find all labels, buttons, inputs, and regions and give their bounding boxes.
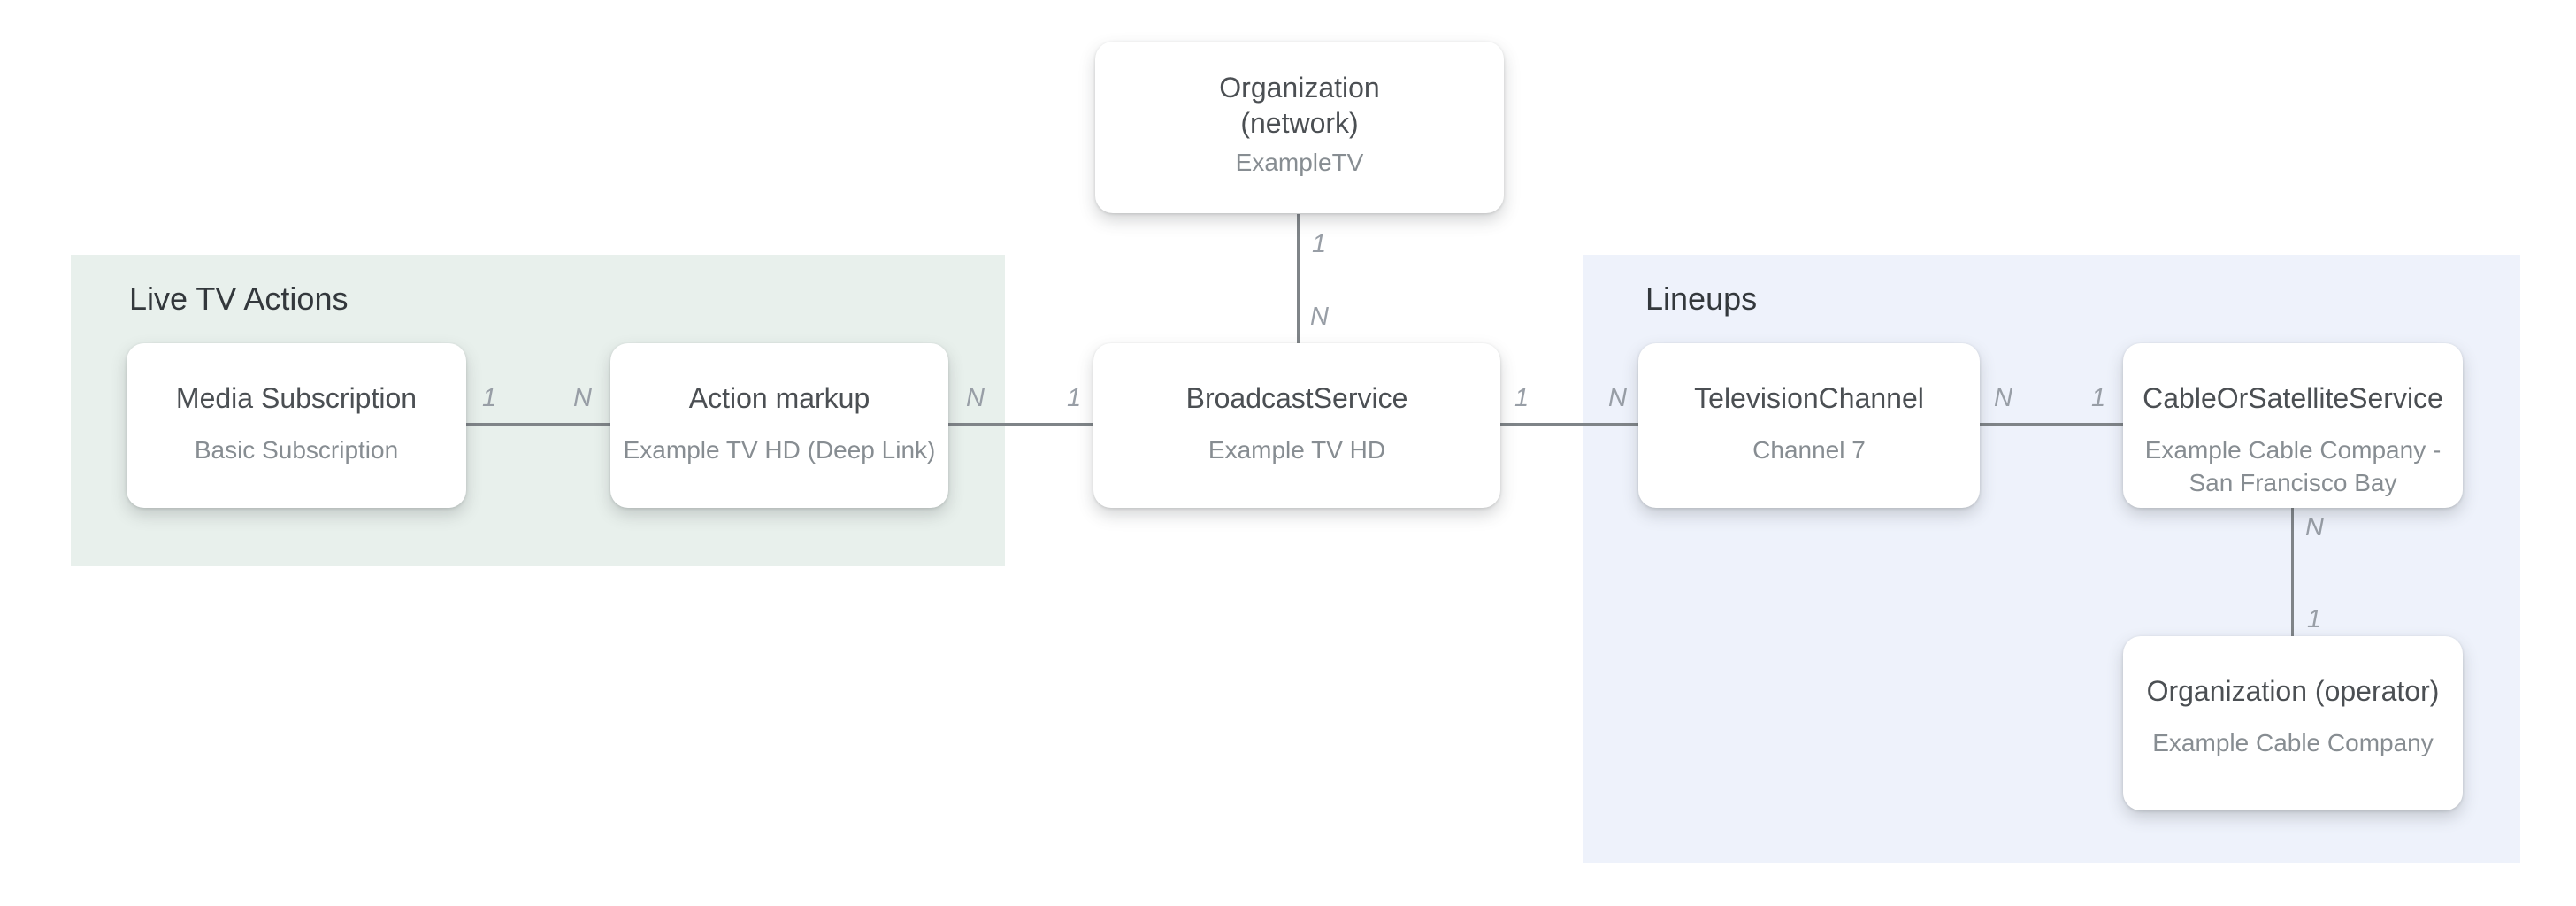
section-title-lineups: Lineups [1645, 280, 1758, 317]
connector-television-channel-cable-or-satellite-service [1980, 423, 2123, 426]
node-subtitle: Example TV HD [1208, 434, 1385, 466]
cardinality-label: N [2305, 513, 2324, 541]
node-media-subscription: Media Subscription Basic Subscription [126, 343, 466, 508]
node-title-line: Organization (operator) [2146, 675, 2440, 707]
section-title-live-tv-actions: Live TV Actions [129, 280, 349, 317]
node-title-line: CableOrSatelliteService [2143, 382, 2443, 414]
node-subtitle-line: ExampleTV [1235, 149, 1364, 176]
node-title-line: Media Subscription [175, 382, 418, 414]
node-cable-or-satellite-service: CableOrSatelliteService Example Cable Co… [2123, 343, 2463, 508]
node-subtitle: ExampleTV [1236, 146, 1364, 179]
connector-broadcast-service-television-channel [1500, 423, 1638, 426]
node-title-line: TelevisionChannel [1694, 382, 1924, 414]
cardinality-label: 1 [1067, 384, 1082, 412]
connector-organization-network-broadcast-service [1297, 214, 1300, 343]
node-organization-operator: Organization (operator) Example Cable Co… [2123, 636, 2463, 810]
node-subtitle-line: Example TV HD [1208, 436, 1386, 464]
node-subtitle-line: San Francisco Bay [2189, 469, 2397, 496]
node-subtitle: Example Cable Company - San Francisco Ba… [2145, 434, 2442, 499]
cardinality-label: N [966, 384, 985, 412]
connector-action-markup-broadcast-service [947, 423, 1093, 426]
node-subtitle: Example Cable Company [2152, 726, 2434, 759]
node-television-channel: TelevisionChannel Channel 7 [1638, 343, 1980, 508]
node-subtitle-line: Example Cable Company - [2144, 436, 2442, 464]
node-title-line: Organization [1219, 72, 1380, 104]
cardinality-label: 1 [1514, 384, 1530, 412]
node-title-line: (network) [1240, 107, 1359, 139]
node-title: BroadcastService [1186, 379, 1408, 418]
node-subtitle: Basic Subscription [195, 434, 398, 466]
node-title-line: Action markup [688, 382, 870, 414]
node-subtitle: Channel 7 [1752, 434, 1866, 466]
cardinality-label: N [1310, 303, 1329, 331]
node-subtitle-line: Example Cable Company [2152, 729, 2434, 756]
cardinality-label: 1 [482, 384, 497, 412]
connector-media-subscription-action-markup [466, 423, 610, 426]
node-title: Organization (network) [1219, 70, 1379, 141]
node-title: CableOrSatelliteService [2143, 379, 2443, 418]
cardinality-label: 1 [1312, 230, 1327, 258]
node-broadcast-service: BroadcastService Example TV HD [1093, 343, 1500, 508]
node-subtitle-line: Channel 7 [1752, 436, 1866, 464]
cardinality-label: 1 [2307, 605, 2322, 633]
connector-cable-or-satellite-service-organization-operator [2291, 508, 2294, 636]
node-title-line: BroadcastService [1185, 382, 1408, 414]
node-title: Organization (operator) [2147, 672, 2440, 710]
node-title: Media Subscription [176, 379, 417, 418]
cardinality-label: 1 [2091, 384, 2106, 412]
cardinality-label: N [1994, 384, 2012, 412]
cardinality-label: N [573, 384, 592, 412]
node-action-markup: Action markup Example TV HD (Deep Link) [610, 343, 948, 508]
node-subtitle-line: Basic Subscription [194, 436, 399, 464]
cardinality-label: N [1608, 384, 1627, 412]
node-organization-network: Organization (network) ExampleTV [1095, 42, 1504, 213]
node-title: TelevisionChannel [1694, 379, 1924, 418]
node-title: Action markup [689, 379, 870, 418]
node-subtitle-line: Example TV HD (Deep Link) [623, 436, 936, 464]
node-subtitle: Example TV HD (Deep Link) [624, 434, 936, 466]
